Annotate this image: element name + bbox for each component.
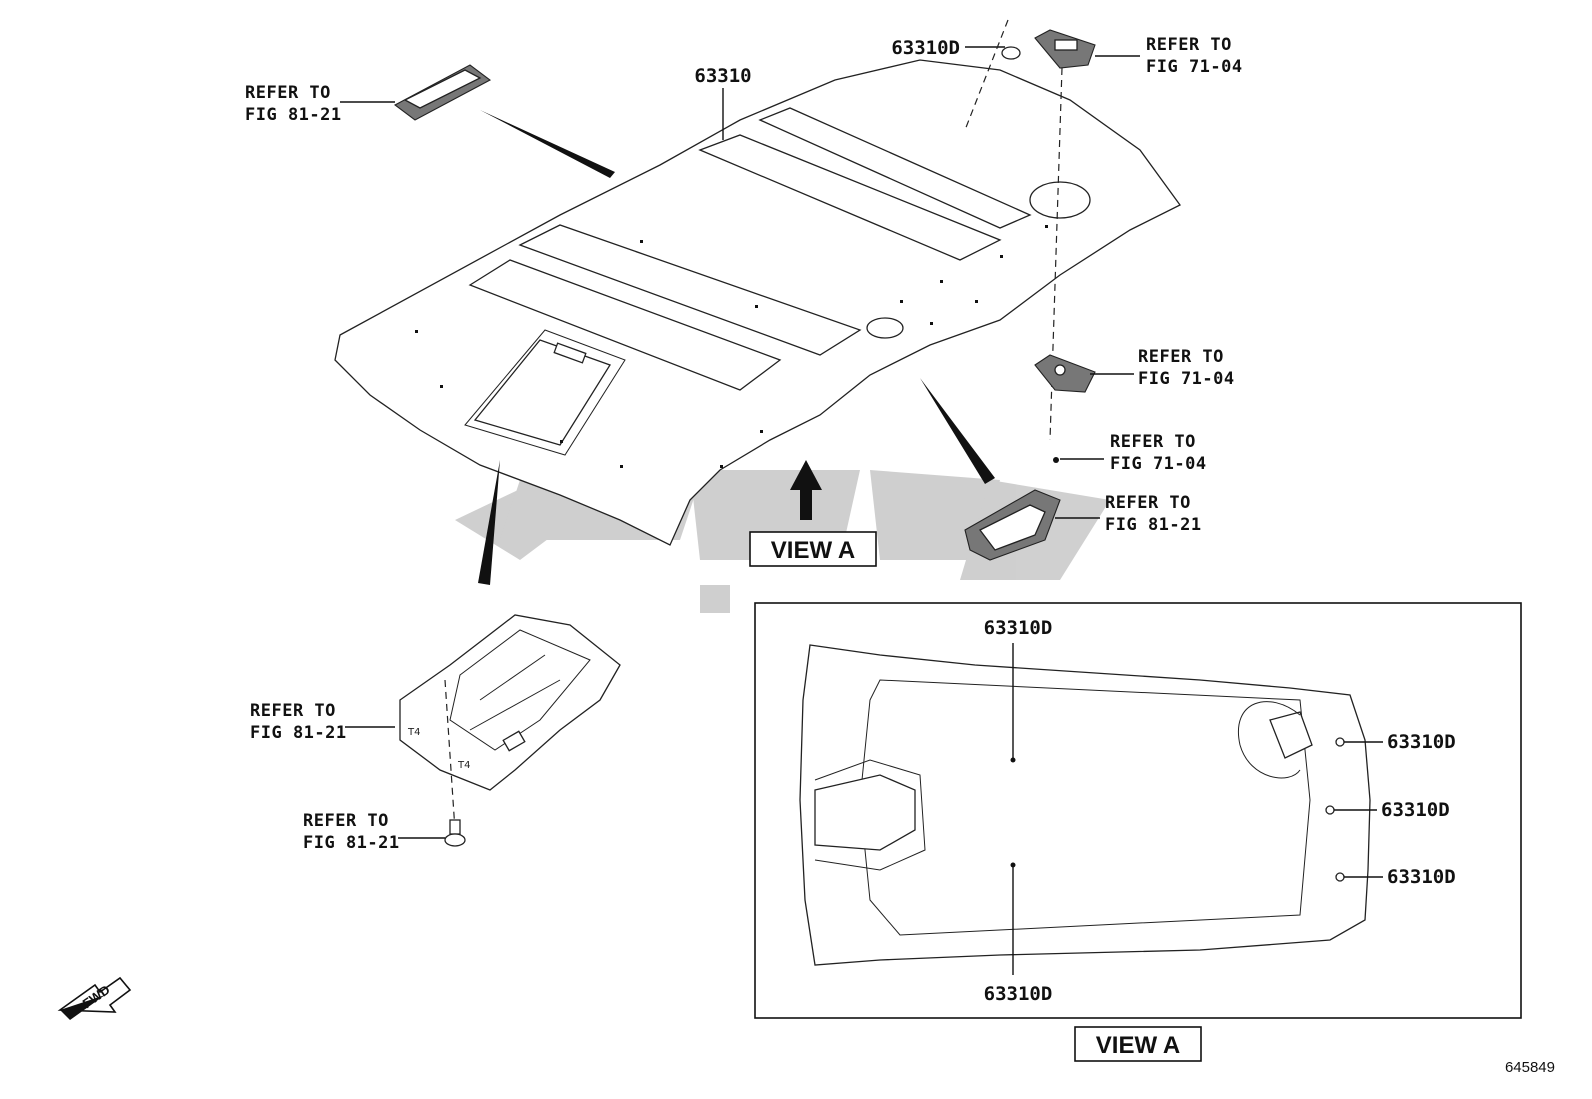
fwd-arrow: FWD [57,976,132,1020]
ref-mid-right-3-line1: REFER TO [1105,493,1191,513]
svg-text:T4: T4 [457,760,470,771]
view-a-text-bottom: VIEW A [1096,1032,1180,1059]
map-lamp-part [393,64,492,121]
callout-view-a-bottom: 63310D [984,983,1053,1005]
ref-mid-right-2-line2: FIG 71-04 [1110,454,1207,474]
ref-screw: REFER TO FIG 81-21 [303,811,445,853]
ref-mid-right-2-line1: REFER TO [1110,432,1196,452]
ref-mid-right-1: REFER TO FIG 71-04 [1090,347,1235,389]
svg-text:T4: T4 [407,727,420,738]
diagram-number: 645849 [1505,1059,1555,1076]
ref-mid-right-1-line1: REFER TO [1138,347,1224,367]
callout-view-a-top: 63310D [984,617,1053,639]
ref-screw-line1: REFER TO [303,811,389,831]
pointer-wedge-right [920,378,995,484]
headliner-assembly [334,59,1181,546]
lamp-part-lower-right [964,489,1061,561]
view-a-panel: 63310D 63310D 63310D 63310D 63310D [754,602,1522,1019]
ref-screw-line2: FIG 81-21 [303,833,400,853]
ref-top-right-line1: REFER TO [1146,35,1232,55]
ref-top-left-line1: REFER TO [245,83,331,103]
view-a-label-top: VIEW A [749,531,877,567]
ref-top-right: REFER TO FIG 71-04 [1095,35,1243,77]
ref-console-line2: FIG 81-21 [250,723,347,743]
overhead-console-part: T4 T4 [399,614,621,791]
ref-top-left: REFER TO FIG 81-21 [245,83,395,125]
ref-console-line1: REFER TO [250,701,336,721]
ref-mid-right-1-line2: FIG 71-04 [1138,369,1235,389]
view-a-text-top: VIEW A [771,537,855,564]
part-number-63310D-top: 63310D [891,37,960,59]
callout-view-a-right-2: 63310D [1381,799,1450,821]
ref-mid-right-3: REFER TO FIG 81-21 [1055,493,1202,535]
small-clip [1053,457,1059,463]
headliner-holes [415,225,1048,468]
ref-mid-right-3-line2: FIG 81-21 [1105,515,1202,535]
dome-lamp-part-top [1034,29,1096,69]
part-number-63310: 63310 [694,65,751,87]
screw-part [444,819,466,847]
ref-top-left-line2: FIG 81-21 [245,105,342,125]
pointer-wedge-bottom [478,460,500,585]
callout-view-a-right-3: 63310D [1387,866,1456,888]
dome-lamp-part-mid [1034,354,1096,393]
view-a-arrow [790,460,822,520]
ref-console: REFER TO FIG 81-21 [250,701,395,743]
view-a-label-bottom: VIEW A [1074,1026,1202,1062]
ref-top-right-line2: FIG 71-04 [1146,57,1243,77]
callout-view-a-right-1: 63310D [1387,731,1456,753]
ref-mid-right-2: REFER TO FIG 71-04 [1060,432,1207,474]
pointer-wedge-top [480,110,615,178]
